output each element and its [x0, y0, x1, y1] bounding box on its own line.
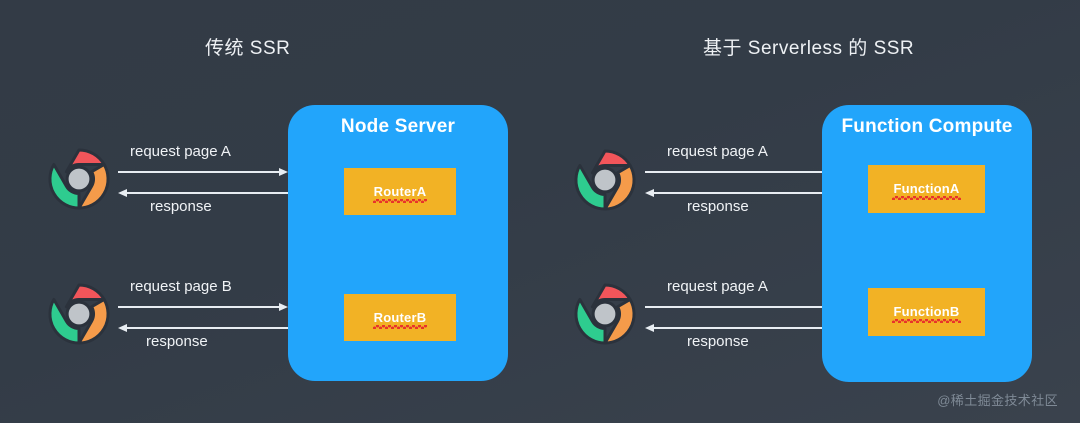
flow-response-label: response [687, 198, 749, 215]
watermark: @稀土掘金技术社区 [937, 393, 1058, 408]
flow-request-label: request page A [667, 278, 768, 295]
node-server-panel-title: Node Server [340, 116, 456, 137]
node-server-panel: Node Server RouterA RouterB [288, 105, 508, 381]
chrome-browser-icon [46, 281, 112, 347]
service-box-label: FunctionA [892, 181, 961, 200]
function-compute-panel-title: Function Compute [841, 116, 1013, 137]
service-box-functiona: FunctionA [868, 165, 985, 213]
service-box-functionb: FunctionB [868, 288, 985, 336]
response-arrow-head-left-icon [118, 188, 127, 197]
service-box-routerb: RouterB [344, 294, 456, 341]
response-arrow-line [654, 192, 868, 194]
request-arrow-line [645, 306, 859, 308]
section-title-traditional-ssr: 传统 SSR [205, 38, 291, 59]
request-arrow-line [118, 306, 279, 308]
response-arrow-head-left-icon [118, 323, 127, 332]
flow-response-label: response [150, 198, 212, 215]
chrome-browser-icon [46, 146, 112, 212]
request-arrow-line [118, 171, 279, 173]
service-box-routera: RouterA [344, 168, 456, 215]
request-arrow-head-right-icon [279, 302, 288, 311]
function-compute-panel: Function Compute FunctionA FunctionB [822, 105, 1032, 382]
chrome-browser-icon [572, 147, 638, 213]
request-arrow-head-right-icon [279, 167, 288, 176]
flow-left-page-b: request page B response [118, 278, 288, 358]
flow-request-label: request page B [130, 278, 232, 295]
service-box-label: FunctionB [892, 304, 961, 323]
response-arrow-head-left-icon [645, 323, 654, 332]
response-arrow-line [127, 192, 288, 194]
flow-left-page-a: request page A response [118, 143, 288, 223]
service-box-label: RouterB [372, 309, 428, 329]
section-title-serverless-ssr: 基于 Serverless 的 SSR [703, 38, 915, 59]
response-arrow-head-left-icon [645, 188, 654, 197]
response-arrow-line [127, 327, 288, 329]
response-arrow-line [654, 327, 868, 329]
flow-response-label: response [687, 333, 749, 350]
service-box-label: RouterA [372, 183, 428, 203]
flow-response-label: response [146, 333, 208, 350]
flow-right-function-b: request page A response [645, 278, 890, 358]
request-arrow-line [645, 171, 859, 173]
flow-request-label: request page A [130, 143, 231, 160]
chrome-browser-icon [572, 281, 638, 347]
flow-request-label: request page A [667, 143, 768, 160]
